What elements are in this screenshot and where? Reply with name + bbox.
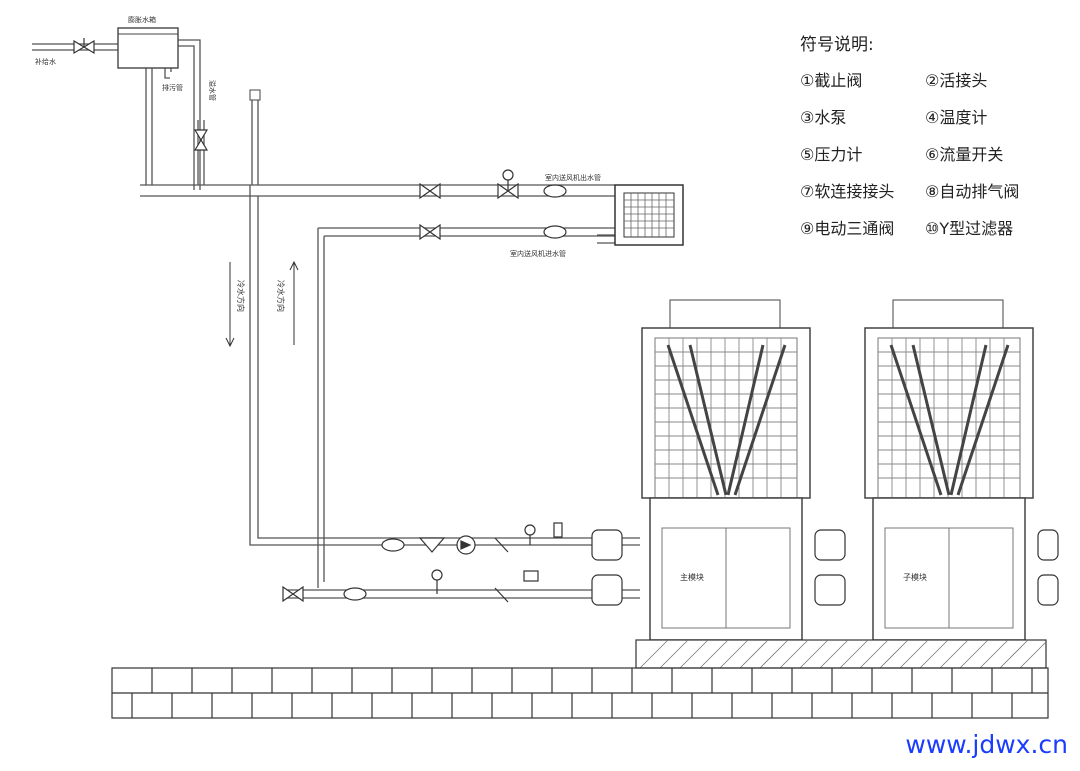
legend-item: ②活接头 (925, 71, 988, 90)
supply-water-label: 补给水 (35, 57, 56, 66)
overflow-pipe-label: 溢水管 (208, 80, 217, 101)
indoor-inlet-label: 室内送风机进水管 (510, 249, 566, 258)
chiller-sub-module (864, 299, 1034, 641)
legend-item: ⑩Y型过滤器 (925, 219, 1014, 238)
flexible-joint-icons (543, 184, 567, 239)
symbol-legend: 符号说明: ①截止阀 ②活接头 ③水泵 ④温度计 ⑤压力计 ⑥流量开关 ⑦软连接… (800, 30, 1070, 239)
drain-pipe-label: 排污管 (162, 83, 183, 92)
indoor-fan-unit (614, 184, 684, 246)
brick-ground (111, 667, 1049, 719)
drain-valve-icon (193, 129, 209, 151)
flow-arrows (225, 260, 299, 348)
expansion-tank-label: 膨胀水箱 (128, 15, 156, 24)
indoor-valves (419, 169, 519, 241)
legend-item: ①截止阀 (800, 71, 863, 90)
legend-item: ④温度计 (925, 108, 988, 127)
legend-item: ⑧自动排气阀 (925, 182, 1020, 201)
chiller-main-module (641, 299, 811, 641)
air-vent-icon (249, 89, 261, 101)
expansion-tank (117, 27, 179, 69)
main-module-label: 主模块 (680, 572, 704, 582)
equipment-base (635, 639, 1047, 669)
sub-module-label: 子模块 (903, 572, 927, 582)
flow-direction-down-label: 冷水方向 (236, 280, 246, 312)
legend-item: ⑦软连接接头 (800, 182, 895, 201)
legend-grid: ①截止阀 ②活接头 ③水泵 ④温度计 ⑤压力计 ⑥流量开关 ⑦软连接接头 ⑧自动… (800, 67, 1070, 239)
legend-item: ⑥流量开关 (925, 145, 1004, 164)
lower-pipe-components (282, 522, 563, 603)
site-watermark: www.jdwx.cn (905, 730, 1068, 759)
indoor-outlet-label: 室内送风机出水管 (545, 173, 601, 182)
flow-direction-up-label: 冷水方向 (276, 280, 286, 312)
chiller-connectors (591, 529, 1059, 606)
legend-item: ③水泵 (800, 108, 847, 127)
legend-item: ⑤压力计 (800, 145, 863, 164)
pipe-network (32, 39, 640, 599)
legend-title: 符号说明: (800, 35, 874, 55)
stop-valve-icon (73, 38, 95, 55)
legend-item: ⑨电动三通阀 (800, 219, 895, 238)
